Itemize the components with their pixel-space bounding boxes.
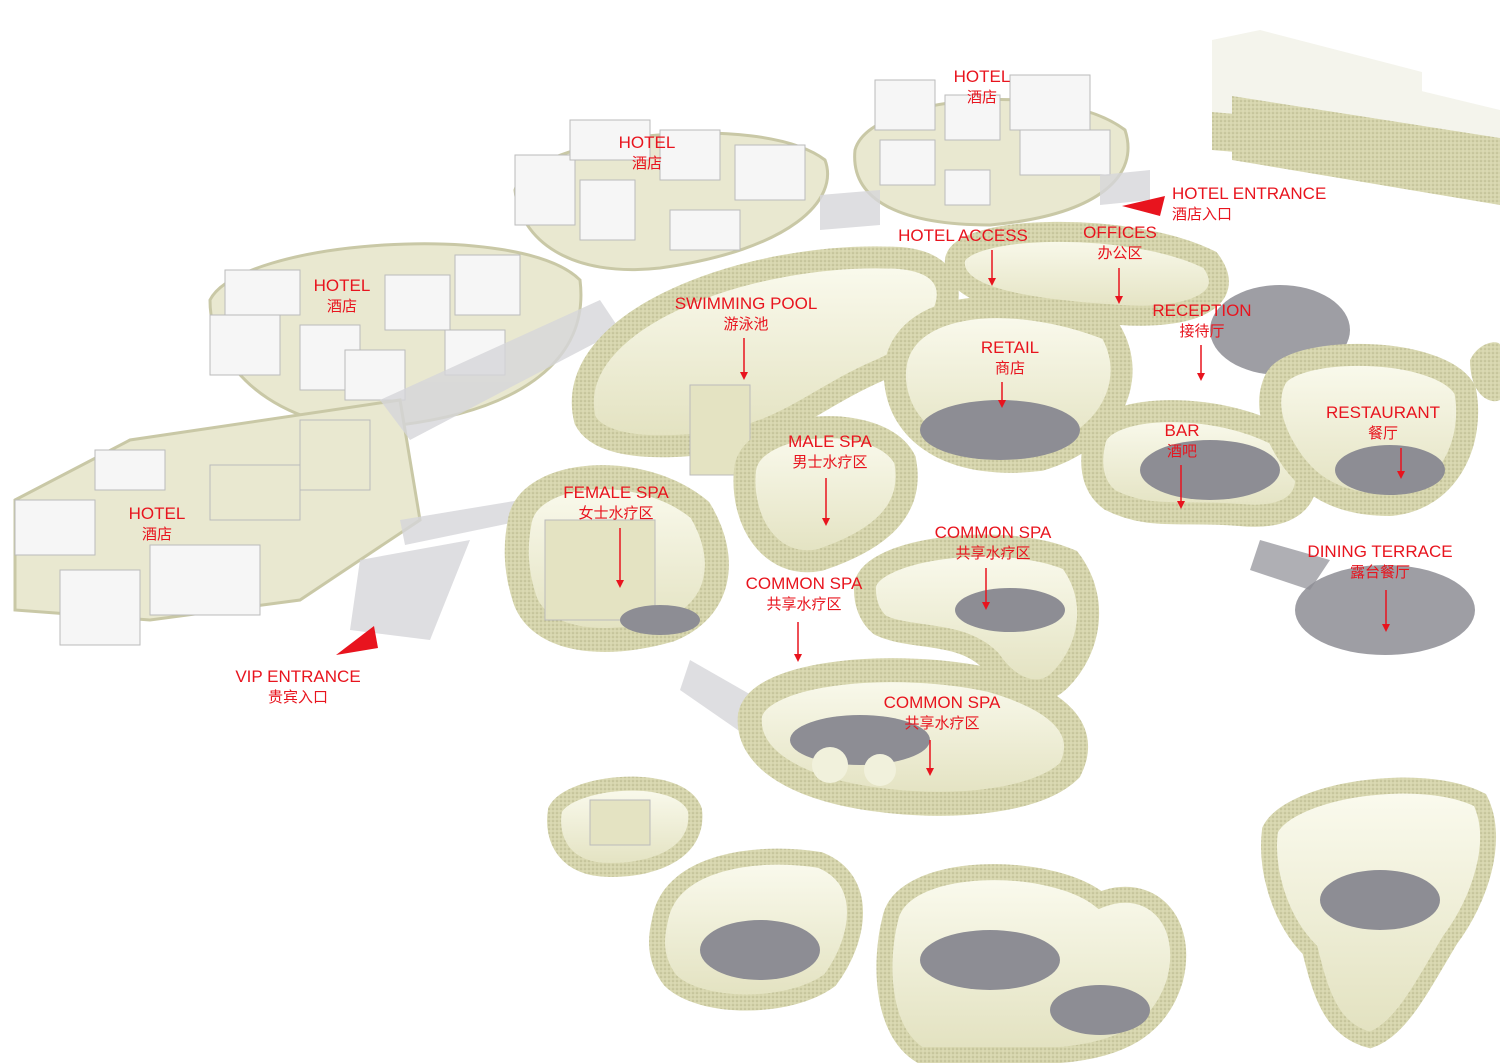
hotel-wing-upper-middle (513, 119, 830, 272)
label-offices: OFFICES 办公区 (1083, 223, 1157, 262)
label-en: HOTEL (953, 67, 1011, 86)
dining-terrace-shadow (1250, 540, 1475, 655)
label-zh: 办公区 (1097, 243, 1143, 262)
label-en: OFFICES (1083, 223, 1157, 242)
glass-walkways (350, 170, 1150, 735)
villa-cluster-3 (876, 864, 1187, 1063)
label-zh: 共享水疗区 (904, 713, 980, 732)
label-common-spa-3: COMMON SPA 共享水疗区 (884, 693, 1001, 732)
label-female-spa: FEMALE SPA 女士水疗区 (563, 483, 669, 522)
label-zh: 酒店 (966, 87, 997, 106)
label-en: COMMON SPA (934, 523, 1052, 542)
label-zh: 商店 (994, 358, 1026, 377)
hotel-entrance-marker-icon (1122, 196, 1165, 216)
label-en: DINING TERRACE (1307, 542, 1453, 561)
label-hotel-access: HOTEL ACCESS (898, 226, 1028, 247)
label-en: HOTEL (618, 133, 676, 152)
label-en: RECEPTION (1152, 301, 1252, 320)
label-arrows (616, 250, 1405, 776)
label-zh: 酒店 (326, 296, 357, 315)
label-zh: 男士水疗区 (792, 452, 868, 471)
label-en: VIP ENTRANCE (235, 667, 361, 686)
label-en: HOTEL ENTRANCE (1172, 184, 1327, 203)
label-zh: 女士水疗区 (578, 503, 654, 522)
label-hotel-entrance: HOTEL ENTRANCE 酒店入口 (1172, 184, 1326, 223)
hotel-wing-left (13, 398, 422, 646)
hotel-wing-top (853, 74, 1130, 227)
common-spa-ring-1 (854, 534, 1100, 702)
villa-cluster-4 (1261, 777, 1496, 1049)
label-en: BAR (1164, 421, 1200, 440)
label-zh: 共享水疗区 (955, 543, 1031, 562)
label-zh: 酒店 (631, 153, 662, 172)
label-en: RETAIL (980, 338, 1040, 357)
vip-entrance-marker-icon (336, 626, 378, 655)
label-swimming-pool: SWIMMING POOL 游泳池 (675, 294, 818, 333)
label-vip-entrance: VIP ENTRANCE 贵宾入口 (235, 667, 360, 706)
label-zh: 露台餐厅 (1349, 562, 1410, 581)
villa-cluster-2 (649, 848, 863, 1011)
label-common-spa-2: COMMON SPA 共享水疗区 (746, 574, 863, 613)
label-en: HOTEL ACCESS (898, 226, 1028, 245)
bar-ring (1081, 400, 1318, 527)
label-en: COMMON SPA (745, 574, 863, 593)
restaurant-ring (1259, 342, 1500, 517)
label-zh: 接待厅 (1179, 321, 1225, 340)
label-reception: RECEPTION 接待厅 (1152, 301, 1251, 340)
label-zh: 共享水疗区 (766, 594, 842, 613)
common-spa-ring-3 (737, 658, 1088, 816)
label-hotel-upper-middle: HOTEL 酒店 (619, 133, 676, 172)
label-male-spa: MALE SPA 男士水疗区 (788, 432, 872, 471)
female-spa-ring (504, 465, 729, 652)
retail-ring (883, 296, 1133, 473)
label-en: COMMON SPA (883, 693, 1001, 712)
label-zh: 酒店入口 (1172, 204, 1233, 223)
label-en: HOTEL (128, 504, 186, 523)
label-zh: 酒店 (141, 524, 172, 543)
villa-cluster-1 (547, 776, 703, 878)
label-bar: BAR 酒吧 (1165, 421, 1200, 460)
label-zh: 餐厅 (1367, 423, 1399, 442)
top-right-block (1212, 30, 1500, 205)
label-retail: RETAIL 商店 (981, 338, 1039, 377)
label-zh: 贵宾入口 (267, 687, 329, 706)
label-zh: 游泳池 (723, 314, 769, 333)
label-en: FEMALE SPA (563, 483, 669, 502)
label-en: SWIMMING POOL (674, 294, 818, 313)
label-zh: 酒吧 (1166, 441, 1197, 460)
label-hotel-left-middle: HOTEL 酒店 (314, 276, 371, 315)
label-hotel-left: HOTEL 酒店 (129, 504, 186, 543)
label-hotel-top: HOTEL 酒店 (954, 67, 1011, 106)
label-common-spa-1: COMMON SPA 共享水疗区 (935, 523, 1052, 562)
label-dining-terrace: DINING TERRACE 露台餐厅 (1307, 542, 1452, 581)
label-en: RESTAURANT (1326, 403, 1440, 422)
label-en: HOTEL (313, 276, 371, 295)
label-en: MALE SPA (788, 432, 872, 451)
label-restaurant: RESTAURANT 餐厅 (1326, 403, 1440, 442)
